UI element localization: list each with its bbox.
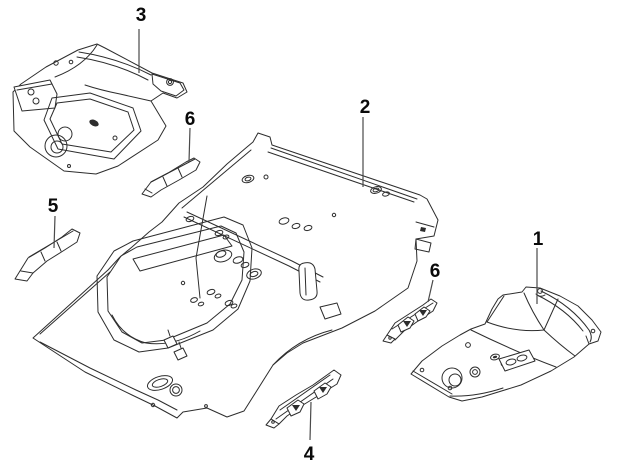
part-3-upper-left-panel[interactable] bbox=[12, 43, 188, 175]
leader-line-4 bbox=[309, 401, 312, 441]
callout-3[interactable]: 3 bbox=[136, 5, 147, 73]
callout-1[interactable]: 1 bbox=[533, 229, 544, 304]
part-6-right-bracket[interactable] bbox=[382, 298, 438, 344]
part-1-right-floor-panel[interactable] bbox=[410, 286, 602, 402]
leader-line-6-upper bbox=[188, 127, 191, 163]
leader-line-5 bbox=[53, 215, 56, 249]
part-4-lower-bracket[interactable] bbox=[265, 369, 342, 429]
part-number-label-5[interactable]: 5 bbox=[48, 196, 59, 217]
part-2-main-floor-pan[interactable] bbox=[32, 132, 439, 419]
callout-6-upper[interactable]: 6 bbox=[185, 109, 196, 163]
part-number-label-1[interactable]: 1 bbox=[533, 229, 544, 250]
callout-4[interactable]: 4 bbox=[304, 401, 315, 464]
part-number-label-6-upper[interactable]: 6 bbox=[185, 109, 196, 130]
callout-5[interactable]: 5 bbox=[48, 196, 59, 249]
callout-2[interactable]: 2 bbox=[360, 97, 371, 187]
leader-line-6-right bbox=[427, 279, 434, 303]
part-6-upper-bracket[interactable] bbox=[141, 157, 201, 198]
part-5-left-bracket[interactable] bbox=[14, 228, 81, 282]
callout-6-right[interactable]: 6 bbox=[427, 261, 441, 303]
part-number-label-6-right[interactable]: 6 bbox=[430, 261, 441, 282]
part-number-label-3[interactable]: 3 bbox=[136, 5, 147, 26]
part-number-label-4[interactable]: 4 bbox=[304, 444, 315, 464]
part-number-label-2[interactable]: 2 bbox=[360, 97, 371, 118]
